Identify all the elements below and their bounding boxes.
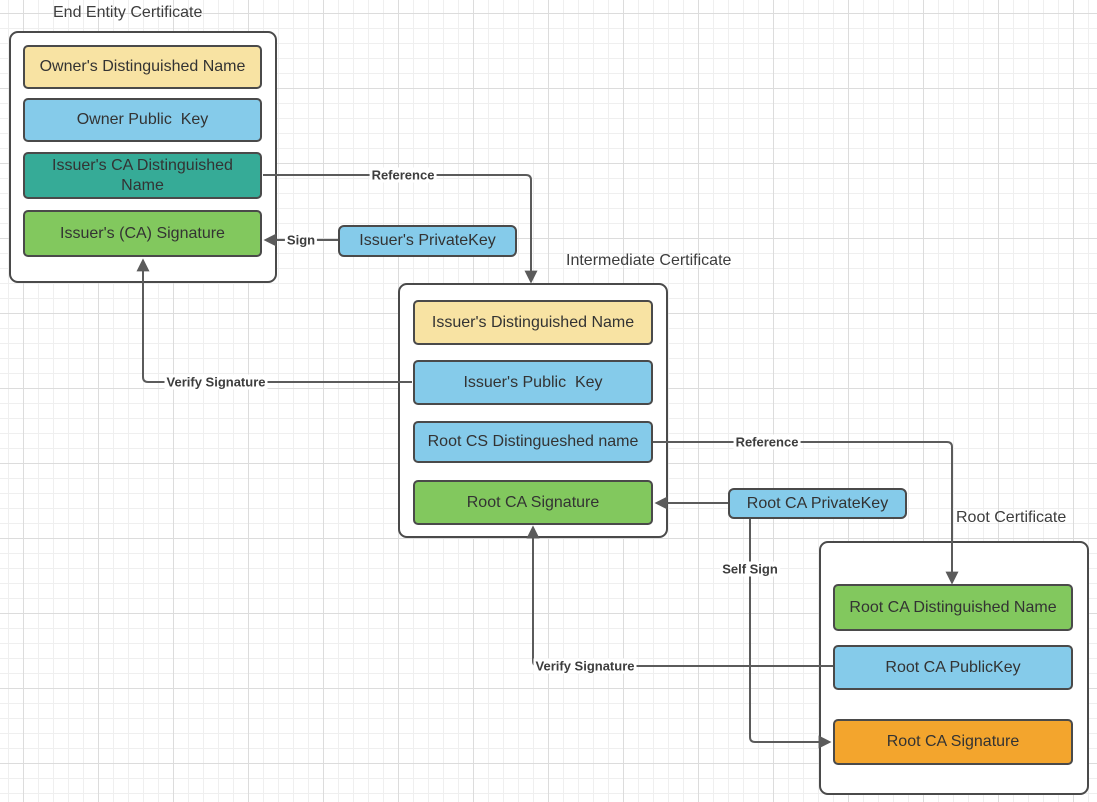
- field-owner-public-key[interactable]: Owner Public Key: [23, 98, 262, 142]
- field-issuer-ca-signature[interactable]: Issuer's (CA) Signature: [23, 210, 262, 257]
- key-label: Root CA PrivateKey: [746, 494, 889, 512]
- field-label: Root CA Signature: [466, 493, 600, 511]
- verify-signature-connector-2[interactable]: [526, 525, 833, 667]
- field-label: Issuer's Distinguished Name: [431, 313, 635, 331]
- field-owner-distinguished-name[interactable]: Owner's Distinguished Name: [23, 45, 262, 89]
- field-label: Root CA Distinguished Name: [849, 598, 1057, 616]
- field-label: Root CA Signature: [886, 733, 1020, 751]
- reference-label-2: Reference: [733, 434, 801, 450]
- verify-signature-connector-1[interactable]: [136, 258, 412, 383]
- field-root-ca-signature[interactable]: Root CA Signature: [833, 719, 1073, 765]
- field-label: Root CA PublicKey: [885, 658, 1021, 676]
- verify-signature-label-2: Verify Signature: [533, 658, 637, 674]
- root-certificate-title: Root Certificate: [956, 509, 1067, 526]
- reference-connector-1[interactable]: [263, 174, 538, 284]
- reference-label-1: Reference: [369, 167, 437, 183]
- field-intermediate-root-ca-signature[interactable]: Root CA Signature: [413, 480, 653, 525]
- verify-signature-label-1: Verify Signature: [164, 374, 268, 390]
- field-label: Issuer's CA Distinguished Name: [52, 157, 238, 194]
- key-label: Issuer's PrivateKey: [359, 232, 496, 249]
- field-root-cs-distingueshed-name[interactable]: Root CS Distingueshed name: [413, 421, 653, 463]
- field-label: Issuer's (CA) Signature: [60, 224, 225, 242]
- field-label: Root CS Distingueshed name: [427, 433, 639, 451]
- intermediate-certificate-title: Intermediate Certificate: [566, 252, 732, 269]
- field-label: Issuer's Public Key: [463, 373, 603, 391]
- end-entity-certificate-title: End Entity Certificate: [53, 4, 203, 21]
- field-root-ca-public-key[interactable]: Root CA PublicKey: [833, 645, 1073, 690]
- reference-connector-2[interactable]: [653, 441, 959, 585]
- issuers-private-key-box[interactable]: Issuer's PrivateKey: [338, 225, 517, 257]
- field-label: Owner Public Key: [76, 111, 209, 129]
- field-issuer-public-key[interactable]: Issuer's Public Key: [413, 360, 653, 405]
- sign-label: Sign: [284, 232, 318, 248]
- root-ca-private-key-box[interactable]: Root CA PrivateKey: [728, 488, 907, 519]
- field-label: Owner's Distinguished Name: [39, 58, 246, 76]
- field-root-ca-distinguished-name[interactable]: Root CA Distinguished Name: [833, 584, 1073, 631]
- field-issuer-distinguished-name[interactable]: Issuer's Distinguished Name: [413, 300, 653, 345]
- self-sign-connector[interactable]: [749, 519, 832, 749]
- self-sign-label: Self Sign: [720, 561, 780, 577]
- field-issuer-ca-distinguished-name[interactable]: Issuer's CA Distinguished Name: [23, 152, 262, 199]
